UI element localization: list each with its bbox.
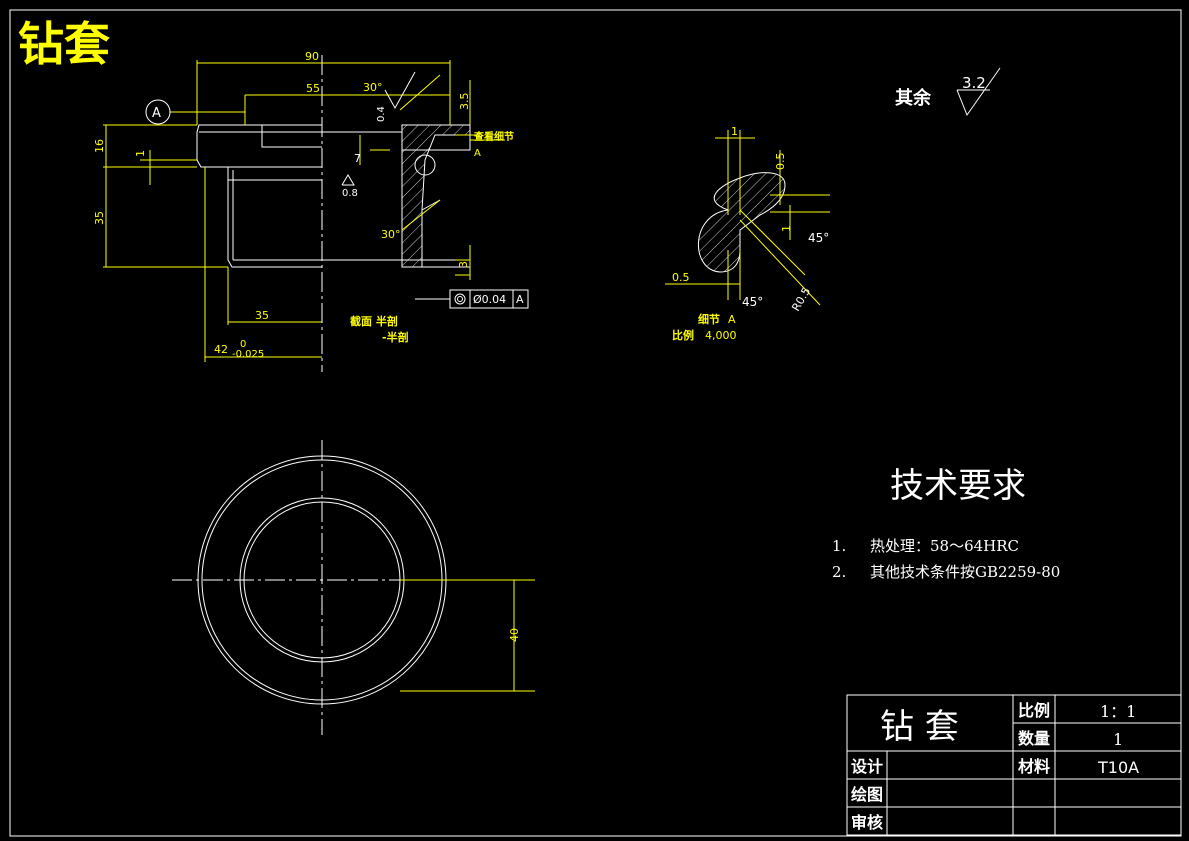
dim-roughness-bore: 0.8 (342, 188, 358, 199)
dim-35-vertical: 35 (93, 211, 106, 225)
detail-scale-label: 比例 (672, 328, 694, 342)
drawing-border (9, 9, 1182, 837)
detail-callout: 查看细节 (473, 130, 514, 143)
dim-3-5: 3.5 (458, 93, 471, 111)
detail-dim-width-1: 1 (731, 125, 738, 138)
detail-dim-angle-right: 45° (808, 231, 829, 245)
page-title: 钻套 (18, 17, 110, 71)
roughness-symbol-top (384, 71, 416, 110)
dim-7: 7 (354, 152, 361, 165)
section-note-1: 截面 半剖 (350, 314, 398, 328)
tech-requirements: 技术要求 1. 热处理：58～64HRC 2. 其他技术条件按GB2259-80 (832, 466, 1060, 581)
dim-35-horizontal: 35 (255, 309, 269, 322)
detail-dim-height-0-5: 0.5 (774, 153, 787, 171)
section-hatch (401, 124, 471, 268)
dim-chamfer-bottom: 30° (381, 228, 401, 241)
title-block-scale-label: 比例 (1018, 701, 1050, 720)
detail-scale-value: 4,000 (705, 329, 737, 342)
tech-item-2-num: 2. (832, 563, 846, 581)
dim-tol-upper: 0 (240, 339, 246, 350)
title-block-part-name: 钻 套 (880, 707, 959, 747)
datum-circle (145, 99, 171, 125)
front-dim-40: 40 (508, 628, 521, 642)
detail-circle (414, 154, 436, 176)
detail-view: 1 0.5 1 45° 0.5 45° R0.5 细节 A 比例 4,000 (665, 125, 830, 342)
title-block-material-label: 材料 (1018, 757, 1050, 776)
dim-chamfer-top: 30° (363, 81, 383, 94)
roughness-note: 其余 3.2 (895, 67, 1001, 117)
detail-dim-bottom-0-5: 0.5 (672, 271, 690, 284)
title-block-design-label: 设计 (851, 757, 883, 776)
main-section-view: A 90 55 30° 0.4 3.5 16 1 7 0.8 35 30° 3 … (93, 50, 529, 372)
front-view: 40 (172, 440, 535, 735)
tech-item-1-num: 1. (832, 537, 846, 555)
roughness-symbol-bore (341, 174, 355, 186)
detail-title: 细节 (698, 312, 720, 326)
dim-tol-lower: -0.025 (232, 349, 264, 360)
title-block-draw-label: 绘图 (851, 785, 883, 804)
detail-dim-radius: R0.5 (789, 285, 813, 313)
dim-length-55: 55 (306, 82, 320, 95)
roughness-note-label: 其余 (895, 87, 932, 109)
detail-callout-letter: A (474, 148, 481, 159)
title-block-quantity-label: 数量 (1018, 729, 1050, 748)
tech-heading: 技术要求 (890, 466, 1026, 506)
dim-diameter-42: 42 (214, 343, 228, 356)
tolerance-value: Ø0.04 (473, 293, 506, 306)
title-block (846, 694, 1182, 836)
tech-item-1-text: 热处理：58～64HRC (870, 537, 1019, 555)
detail-dim-angle-bottom: 45° (742, 295, 763, 309)
geometric-tolerance-frame: Ø0.04 A (415, 289, 529, 309)
dim-1: 1 (134, 150, 147, 157)
detail-title-letter: A (728, 313, 736, 326)
dim-16: 16 (93, 139, 106, 153)
detail-dim-side-1: 1 (780, 225, 793, 232)
dim-total-length: 90 (305, 50, 319, 63)
tolerance-datum: A (516, 293, 524, 306)
section-note-2: -半剖 (382, 330, 409, 344)
tech-item-2-text: 其他技术条件按GB2259-80 (870, 563, 1060, 581)
roughness-note-value: 3.2 (962, 74, 986, 92)
title-block-scale-value: 1：1 (1100, 702, 1136, 721)
datum-label: A (152, 106, 161, 121)
title-block-quantity-value: 1 (1113, 730, 1123, 749)
dim-3: 3 (457, 261, 470, 268)
dim-roughness-top: 0.4 (376, 106, 387, 122)
title-block-review-label: 审核 (851, 813, 883, 832)
title-block-material-value: T10A (1097, 758, 1139, 777)
